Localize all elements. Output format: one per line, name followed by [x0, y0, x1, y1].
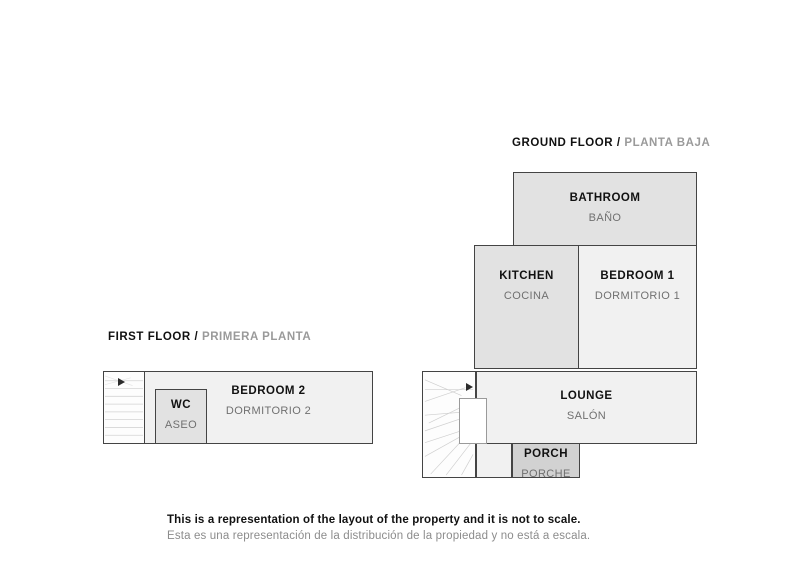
first-floor-heading-spanish: PRIMERA PLANTA	[201, 331, 312, 343]
ground-floor-landing	[459, 398, 487, 444]
room-wc-labels: WC ASEO	[156, 398, 206, 433]
room-bathroom-name-spanish: BAÑO	[588, 212, 622, 224]
ground-floor-heading-separator: /	[613, 137, 625, 149]
room-porch-name-spanish: PORCHE	[521, 468, 571, 480]
first-floor-stairwell	[103, 371, 145, 444]
room-wc-name-english: WC	[170, 399, 192, 411]
room-wc-name-spanish: ASEO	[164, 419, 198, 431]
ground-floor-door-arrow-icon	[466, 383, 473, 391]
room-bedroom-1-name-english: BEDROOM 1	[600, 270, 675, 282]
disclaimer-spanish: Esta es una representación de la distrib…	[167, 530, 591, 542]
room-bathroom-labels: BATHROOM BAÑO	[514, 191, 696, 226]
room-kitchen-name-english: KITCHEN	[499, 270, 554, 282]
room-lounge-name-spanish: SALÓN	[566, 410, 607, 422]
room-bedroom-1-name-spanish: DORMITORIO 1	[594, 290, 681, 302]
room-porch-labels: PORCH PORCHE	[513, 447, 579, 482]
room-lounge-labels: LOUNGE SALÓN	[477, 389, 696, 424]
ground-floor-heading-english: GROUND FLOOR	[512, 137, 614, 149]
ground-floor-heading-spanish: PLANTA BAJA	[624, 137, 711, 149]
room-bathroom: BATHROOM BAÑO	[513, 172, 697, 246]
first-floor-heading-english: FIRST FLOOR	[108, 331, 191, 343]
room-kitchen-labels: KITCHEN COCINA	[475, 269, 578, 304]
straight-staircase-icon	[104, 375, 144, 436]
room-lounge-name-english: LOUNGE	[560, 390, 613, 402]
room-lounge: LOUNGE SALÓN	[476, 371, 697, 444]
room-kitchen: KITCHEN COCINA	[474, 245, 579, 369]
disclaimer-english: This is a representation of the layout o…	[167, 514, 581, 526]
room-bathroom-name-english: BATHROOM	[569, 192, 641, 204]
first-floor-heading: FIRST FLOOR / PRIMERA PLANTA	[108, 331, 311, 343]
first-floor-door-arrow-icon	[118, 378, 125, 386]
room-porch: PORCH PORCHE	[512, 443, 580, 480]
ground-floor-heading: GROUND FLOOR / PLANTA BAJA	[512, 137, 710, 149]
ground-floor-lobby	[476, 443, 512, 478]
room-kitchen-name-spanish: COCINA	[503, 290, 550, 302]
first-floor-heading-separator: /	[190, 331, 202, 343]
room-bedroom-1: BEDROOM 1 DORMITORIO 1	[578, 245, 697, 369]
disclaimer: This is a representation of the layout o…	[167, 512, 687, 544]
room-bedroom-1-labels: BEDROOM 1 DORMITORIO 1	[579, 269, 696, 304]
room-porch-name-english: PORCH	[523, 448, 569, 460]
room-wc: WC ASEO	[155, 389, 207, 444]
